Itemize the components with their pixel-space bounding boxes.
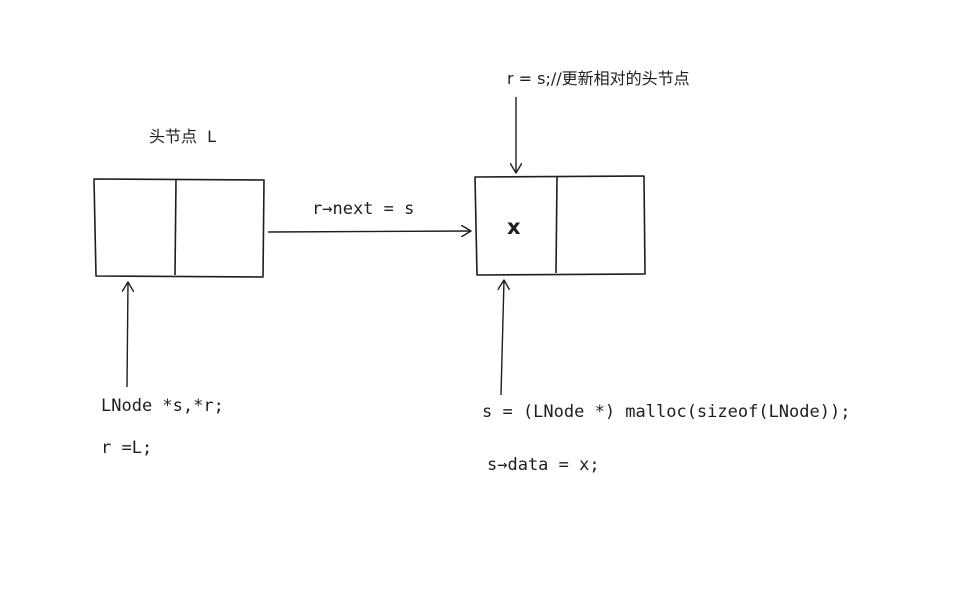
init-code: r =L;: [101, 438, 153, 458]
malloc-code: s = (LNode *) malloc(sizeof(LNode));: [482, 402, 851, 422]
new-node: [474, 175, 646, 276]
next-assignment-label: r→next = s: [312, 199, 415, 219]
set-data-code: s→data = x;: [487, 455, 600, 475]
new-node-divider: [555, 176, 558, 274]
s-pointer-arrow: [501, 280, 504, 396]
head-node-divider: [174, 179, 177, 276]
declare-code: LNode *s,*r;: [101, 396, 224, 416]
update-r-label: r = s;//更新相对的头节点: [507, 69, 690, 88]
new-node-box: [474, 175, 646, 276]
new-node-value: x: [507, 215, 521, 239]
head-node-label: 头节点 L: [149, 127, 217, 146]
L-pointer-arrow: [127, 282, 128, 388]
head-node-box: [93, 178, 265, 278]
head-node: [93, 178, 265, 278]
next-arrow: [267, 231, 471, 232]
